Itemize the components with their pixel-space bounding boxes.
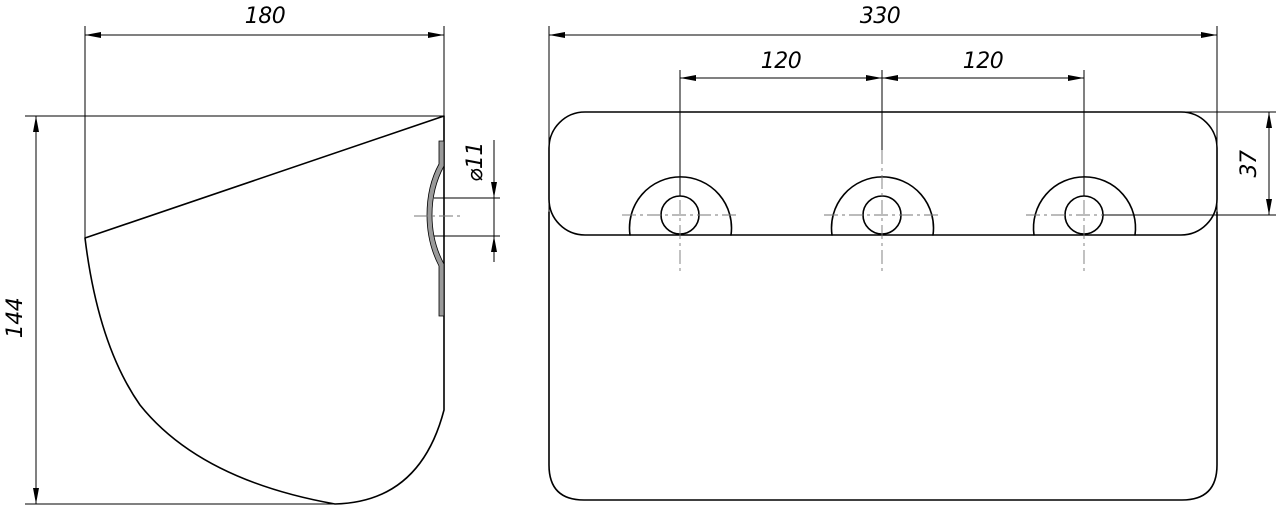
arrowhead: [33, 488, 39, 504]
arrowhead: [866, 75, 882, 81]
bolt-hole-3: [1026, 150, 1137, 275]
arrowhead: [1201, 32, 1217, 38]
dim-hole-pitch: 120 120: [679, 49, 1085, 196]
dim-side-width: 180: [84, 4, 445, 238]
arrowhead: [549, 32, 565, 38]
front-view: [548, 111, 1218, 501]
arrowhead: [1266, 199, 1272, 215]
arrowhead: [428, 32, 444, 38]
arrowhead: [491, 182, 497, 198]
side-view: [84, 115, 462, 505]
arrowhead: [85, 32, 101, 38]
dim-label-pitch-right: 120: [963, 49, 1004, 74]
mounting-flange-outline: [548, 111, 1218, 236]
dim-label-side-height: 144: [3, 298, 28, 339]
bolt-hole-1: [622, 150, 740, 275]
dim-label-hole-offset: 37: [1237, 150, 1262, 177]
arrowhead: [882, 75, 898, 81]
arrowhead: [680, 75, 696, 81]
dim-label-hole-diameter: ⌀11: [463, 142, 488, 182]
bolt-hole-2: [824, 150, 942, 275]
dim-label-pitch-left: 120: [761, 49, 802, 74]
flange-section: [426, 140, 445, 317]
dim-side-height: 144: [3, 115, 444, 505]
arrowhead: [491, 236, 497, 252]
arrowhead: [33, 116, 39, 132]
dim-hole-offset: 37: [1103, 111, 1276, 216]
side-view-outline: [84, 115, 445, 505]
dim-label-overall-length: 330: [860, 4, 901, 29]
front-view-outline: [548, 211, 1218, 501]
dim-hole-diameter: ⌀11: [434, 140, 500, 262]
dim-overall-length: 330: [548, 4, 1218, 212]
arrowhead: [1068, 75, 1084, 81]
washer-outline: [830, 176, 935, 236]
arrowhead: [1266, 112, 1272, 128]
dim-label-side-width: 180: [245, 4, 286, 29]
